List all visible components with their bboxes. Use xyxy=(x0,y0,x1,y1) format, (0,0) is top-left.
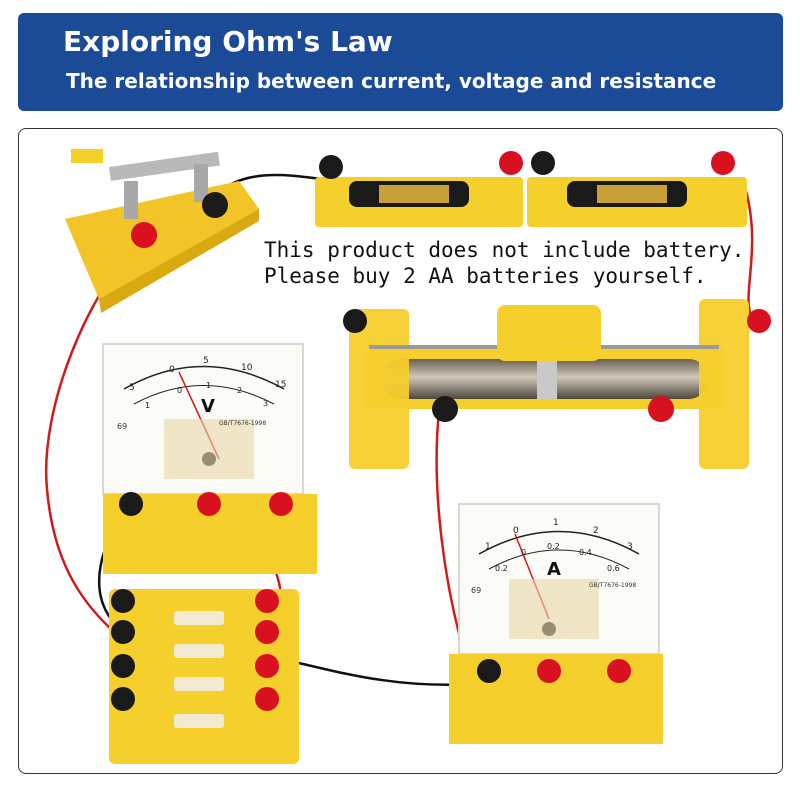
voltmeter-scale-bottom-0: 1 xyxy=(145,401,150,410)
voltmeter-scale-bottom-2: 1 xyxy=(206,381,211,390)
voltmeter-scale-top-3: 10 xyxy=(241,363,253,373)
product-photo: 5 0 5 10 15 1 0 1 2 3 V 69 GB/T7676-1998 xyxy=(18,128,783,774)
voltmeter-scale-top-2: 5 xyxy=(203,356,209,366)
ammeter-model: 69 xyxy=(471,586,481,595)
voltmeter-scale-bottom-3: 2 xyxy=(237,386,242,395)
voltmeter-scale-top-0: 5 xyxy=(129,383,135,393)
resistor-board xyxy=(109,589,299,764)
battery-holders xyxy=(315,151,747,227)
ammeter-scale-top-3: 2 xyxy=(593,526,599,536)
wire-battery-to-rheostat xyxy=(742,183,755,320)
voltmeter-scale-top-1: 0 xyxy=(169,365,175,375)
voltmeter-standard: GB/T7676-1998 xyxy=(219,420,266,427)
ammeter-scale-top-2: 1 xyxy=(553,518,559,528)
ammeter-scale-bottom-2: 0.2 xyxy=(547,542,560,551)
ammeter-symbol: A xyxy=(547,559,561,580)
ammeter: 1 0 1 2 3 0.2 0 0.2 0.4 0.6 A 69 GB/T767… xyxy=(449,503,663,744)
ammeter-scale-top-0: 1 xyxy=(485,542,491,552)
ammeter-scale-top-1: 0 xyxy=(513,526,519,536)
ammeter-scale-top-4: 3 xyxy=(627,542,633,552)
knife-switch xyxy=(65,149,259,313)
battery-notice-line-2: Please buy 2 AA batteries yourself. xyxy=(264,264,707,288)
voltmeter-scale-top-4: 15 xyxy=(275,380,286,390)
rheostat xyxy=(343,299,771,469)
ammeter-scale-bottom-1: 0 xyxy=(521,548,526,557)
ammeter-scale-bottom-3: 0.4 xyxy=(579,548,592,557)
page-title: Exploring Ohm's Law xyxy=(63,25,393,58)
wire-board-to-ammeter xyxy=(280,657,475,686)
circuit-illustration: 5 0 5 10 15 1 0 1 2 3 V 69 GB/T7676-1998 xyxy=(44,149,771,764)
voltmeter-model: 69 xyxy=(117,422,127,431)
ammeter-standard: GB/T7676-1998 xyxy=(589,582,636,589)
title-banner: Exploring Ohm's Law The relationship bet… xyxy=(18,13,783,111)
voltmeter-scale-bottom-4: 3 xyxy=(263,399,268,408)
voltmeter-scale-bottom-1: 0 xyxy=(177,386,182,395)
page-subtitle: The relationship between current, voltag… xyxy=(66,69,717,93)
ammeter-scale-bottom-0: 0.2 xyxy=(495,564,508,573)
ammeter-scale-bottom-4: 0.6 xyxy=(607,564,620,573)
battery-notice: This product does not include battery. P… xyxy=(262,237,747,289)
battery-notice-line-1: This product does not include battery. xyxy=(264,238,745,262)
voltmeter: 5 0 5 10 15 1 0 1 2 3 V 69 GB/T7676-1998 xyxy=(102,343,317,574)
voltmeter-symbol: V xyxy=(201,396,215,417)
